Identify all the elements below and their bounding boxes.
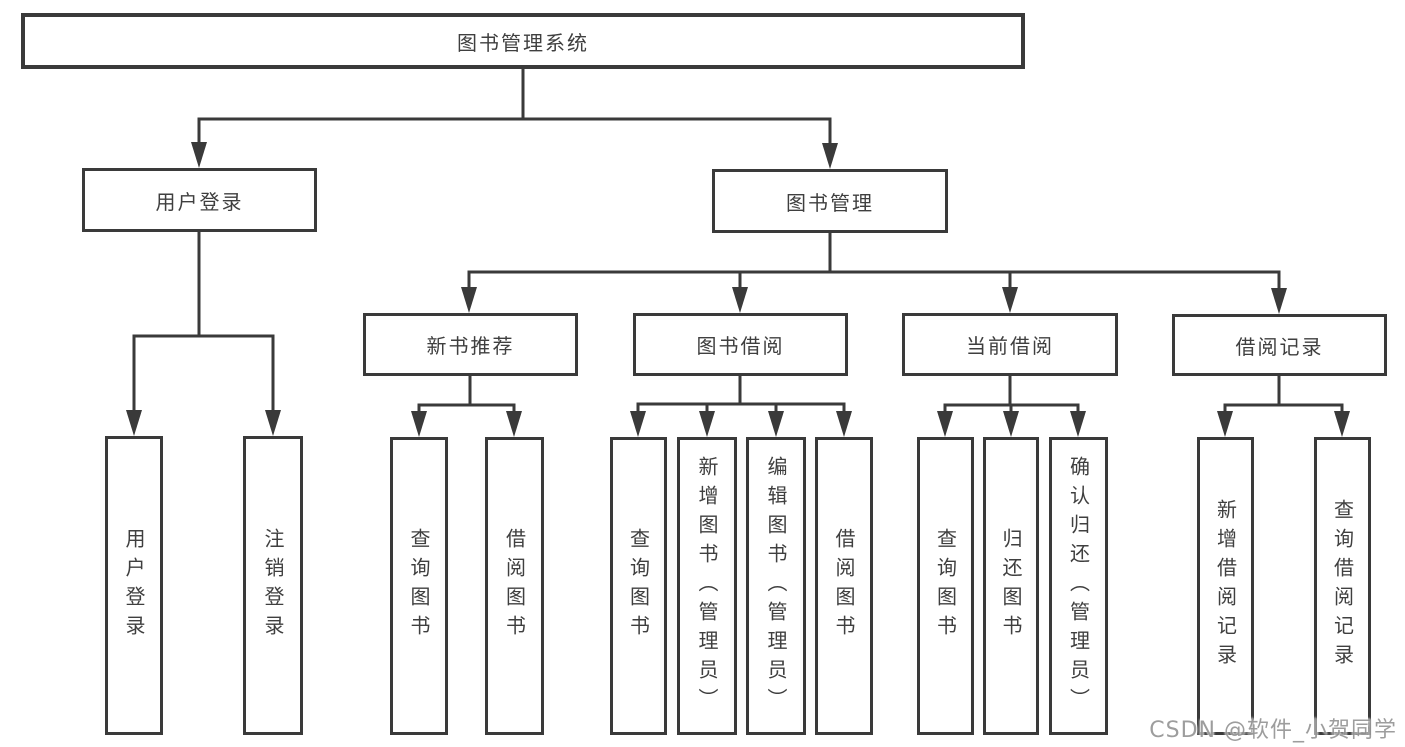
- node-new-book-recommendation: 新书推荐: [363, 313, 578, 376]
- node-book-management: 图书管理: [712, 169, 948, 233]
- connector-root-to-level1: [197, 67, 832, 147]
- node-label: 新书推荐: [426, 334, 515, 358]
- connector-borrow-record-to-leaves: [1223, 374, 1344, 415]
- node-label: 归还图书: [999, 528, 1023, 644]
- node-label: 确认归还（管理员）: [1066, 455, 1091, 717]
- leaf-return-books: 归还图书: [983, 437, 1039, 735]
- leaf-query-books-recommendation: 查询图书: [390, 437, 448, 735]
- connector-current-borrow-to-leaves: [943, 374, 1080, 415]
- node-book-borrowing: 图书借阅: [633, 313, 848, 376]
- node-label: 借阅记录: [1235, 334, 1324, 359]
- leaf-query-borrow-record: 查询借阅记录: [1314, 437, 1371, 735]
- csdn-watermark: CSDN @软件_小贺同学: [1149, 718, 1397, 743]
- node-label: 图书管理: [786, 190, 874, 215]
- leaf-add-books-admin: 新增图书（管理员）: [677, 437, 737, 735]
- node-label: 用户登录: [122, 527, 146, 644]
- node-label: 注销登录: [261, 527, 285, 644]
- node-label: 图书管理系统: [457, 30, 589, 55]
- connector-new-book-rec-to-leaves: [417, 374, 516, 415]
- arrowheads: [126, 142, 1350, 437]
- leaf-confirm-return-admin: 确认归还（管理员）: [1049, 437, 1108, 735]
- node-root-library-management-system: 图书管理系统: [21, 13, 1025, 69]
- leaf-user-login: 用户登录: [105, 436, 163, 735]
- node-label: 查询图书: [407, 528, 431, 644]
- node-label: 借阅图书: [832, 528, 856, 644]
- connector-book-mgmt-to-level2: [467, 231, 1281, 292]
- leaf-query-books-borrowing: 查询图书: [610, 437, 667, 735]
- node-label: 新增借阅记录: [1213, 499, 1238, 673]
- node-user-login: 用户登录: [82, 168, 317, 232]
- connector-book-borrow-to-leaves: [636, 374, 846, 415]
- node-label: 查询图书: [933, 528, 958, 644]
- node-current-borrowing: 当前借阅: [902, 313, 1118, 376]
- leaf-query-books-current: 查询图书: [917, 437, 974, 735]
- node-label: 查询借阅记录: [1330, 499, 1355, 673]
- node-label: 图书借阅: [696, 334, 785, 358]
- node-borrowing-records: 借阅记录: [1172, 314, 1387, 376]
- leaf-edit-books-admin: 编辑图书（管理员）: [746, 437, 806, 735]
- leaf-add-borrow-record: 新增借阅记录: [1197, 437, 1254, 735]
- leaf-borrow-books: 借阅图书: [815, 437, 873, 735]
- node-label: 用户登录: [155, 189, 244, 214]
- node-label: 编辑图书（管理员）: [764, 455, 788, 717]
- node-label: 借阅图书: [502, 528, 527, 644]
- node-label: 当前借阅: [966, 334, 1054, 358]
- leaf-logout: 注销登录: [243, 436, 303, 735]
- node-label: 查询图书: [626, 528, 651, 644]
- leaf-borrow-books-recommendation: 借阅图书: [485, 437, 544, 735]
- node-label: 新增图书（管理员）: [695, 455, 719, 717]
- connector-user-login-to-leaves: [132, 230, 275, 414]
